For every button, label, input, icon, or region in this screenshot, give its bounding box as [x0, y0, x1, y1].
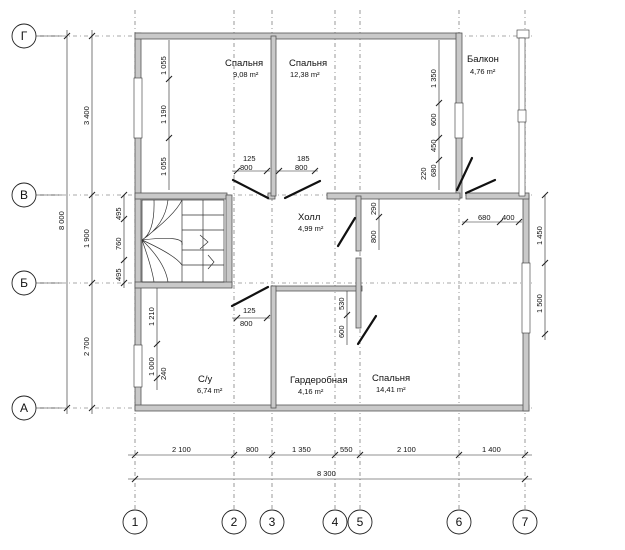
axis-letter: Г [21, 29, 28, 43]
axis-bubbles-letters: Г В Б А [11, 23, 62, 421]
doors [230, 156, 497, 346]
axis-number: 4 [332, 515, 339, 529]
dim-label: 1 500 [535, 294, 544, 313]
dim-label: 1 190 [159, 105, 168, 124]
dim-label: 760 [114, 237, 123, 250]
axis-number: 5 [357, 515, 364, 529]
dim-label: 530 [337, 297, 346, 310]
axis-letter: В [20, 188, 28, 202]
dim-label: 495 [114, 268, 123, 281]
dim-label: 125 [243, 306, 256, 315]
axis-number: 1 [132, 515, 139, 529]
room-name: Спальня [289, 58, 327, 69]
room-name: Балкон [467, 54, 499, 65]
dim-label: 800 [240, 319, 253, 328]
room-name: Спальня [372, 373, 410, 384]
dim-label: 1 900 [82, 229, 91, 248]
dim-label: 1 400 [482, 445, 501, 454]
stair [141, 199, 225, 283]
dim-label: 550 [340, 445, 353, 454]
dim-label: 2 100 [172, 445, 191, 454]
dim-label: 600 [337, 325, 346, 338]
room-area: 4,16 m² [298, 387, 324, 396]
room-area: 6,74 m² [197, 386, 223, 395]
axis-bubble-5 [347, 509, 373, 535]
dim-label: 1 350 [292, 445, 311, 454]
room-area: 9,08 m² [233, 70, 259, 79]
dim-label: 185 [297, 154, 310, 163]
dim-label: 800 [295, 163, 308, 172]
dim-label: 1 055 [159, 56, 168, 75]
dim-label: 800 [369, 230, 378, 243]
axis-bubble-6 [446, 509, 472, 535]
dim-label: 8 300 [317, 469, 336, 478]
dim-label: 220 [419, 167, 428, 180]
room-labels: Спальня 9,08 m² Спальня 12,38 m² Балкон … [197, 54, 499, 396]
dim-label: 240 [159, 367, 168, 380]
dim-label: 800 [240, 163, 253, 172]
axis-bubbles-numbers: 1 2 3 4 5 6 7 [122, 509, 538, 535]
axis-number: 2 [231, 515, 238, 529]
dim-label: 680 [429, 164, 438, 177]
axis-number: 7 [522, 515, 529, 529]
dim-label: 3 400 [82, 106, 91, 125]
dim-label: 600 [429, 113, 438, 126]
axis-letter: А [20, 401, 28, 415]
room-name: Гардеробная [290, 375, 347, 386]
windows [133, 29, 531, 388]
dim-label: 1 450 [535, 226, 544, 245]
axis-number: 3 [269, 515, 276, 529]
room-area: 14,41 m² [376, 385, 406, 394]
axis-bubble-2 [221, 509, 247, 535]
room-area: 12,38 m² [290, 70, 320, 79]
axis-letter: Б [20, 276, 28, 290]
axis-number: 6 [456, 515, 463, 529]
dim-label: 400 [502, 213, 515, 222]
room-area: 4,76 m² [470, 67, 496, 76]
room-area: 4,99 m² [298, 224, 324, 233]
dim-label: 2 700 [82, 337, 91, 356]
dim-label: 1 000 [147, 357, 156, 376]
dim-label: 495 [114, 207, 123, 220]
dim-label: 290 [369, 202, 378, 215]
dim-label: 2 100 [397, 445, 416, 454]
room-name: Спальня [225, 58, 263, 69]
inner-dimensions: 1 055 1 190 1 055 1 350 600 450 680 220 … [147, 40, 523, 390]
dim-label: 1 350 [429, 69, 438, 88]
bottom-dimensions: 2 100 800 1 350 550 2 100 1 400 8 300 [128, 445, 532, 483]
axis-bubble-4 [322, 509, 348, 535]
dim-label: 125 [243, 154, 256, 163]
axis-bubble-7 [512, 509, 538, 535]
dim-label: 1 055 [159, 157, 168, 176]
right-dimensions: 1 450 1 500 [535, 191, 549, 340]
left-dimensions: 8 000 3 400 1 900 2 700 495 760 495 [57, 30, 128, 414]
room-name: Холл [298, 212, 320, 223]
axis-bubble-3 [259, 509, 285, 535]
dim-label: 1 210 [147, 307, 156, 326]
dim-label: 800 [246, 445, 259, 454]
room-name: С/у [198, 374, 213, 385]
axis-bubble-1 [122, 509, 148, 535]
dim-label: 450 [429, 139, 438, 152]
dim-label: 8 000 [57, 211, 66, 230]
dim-label: 680 [478, 213, 491, 222]
